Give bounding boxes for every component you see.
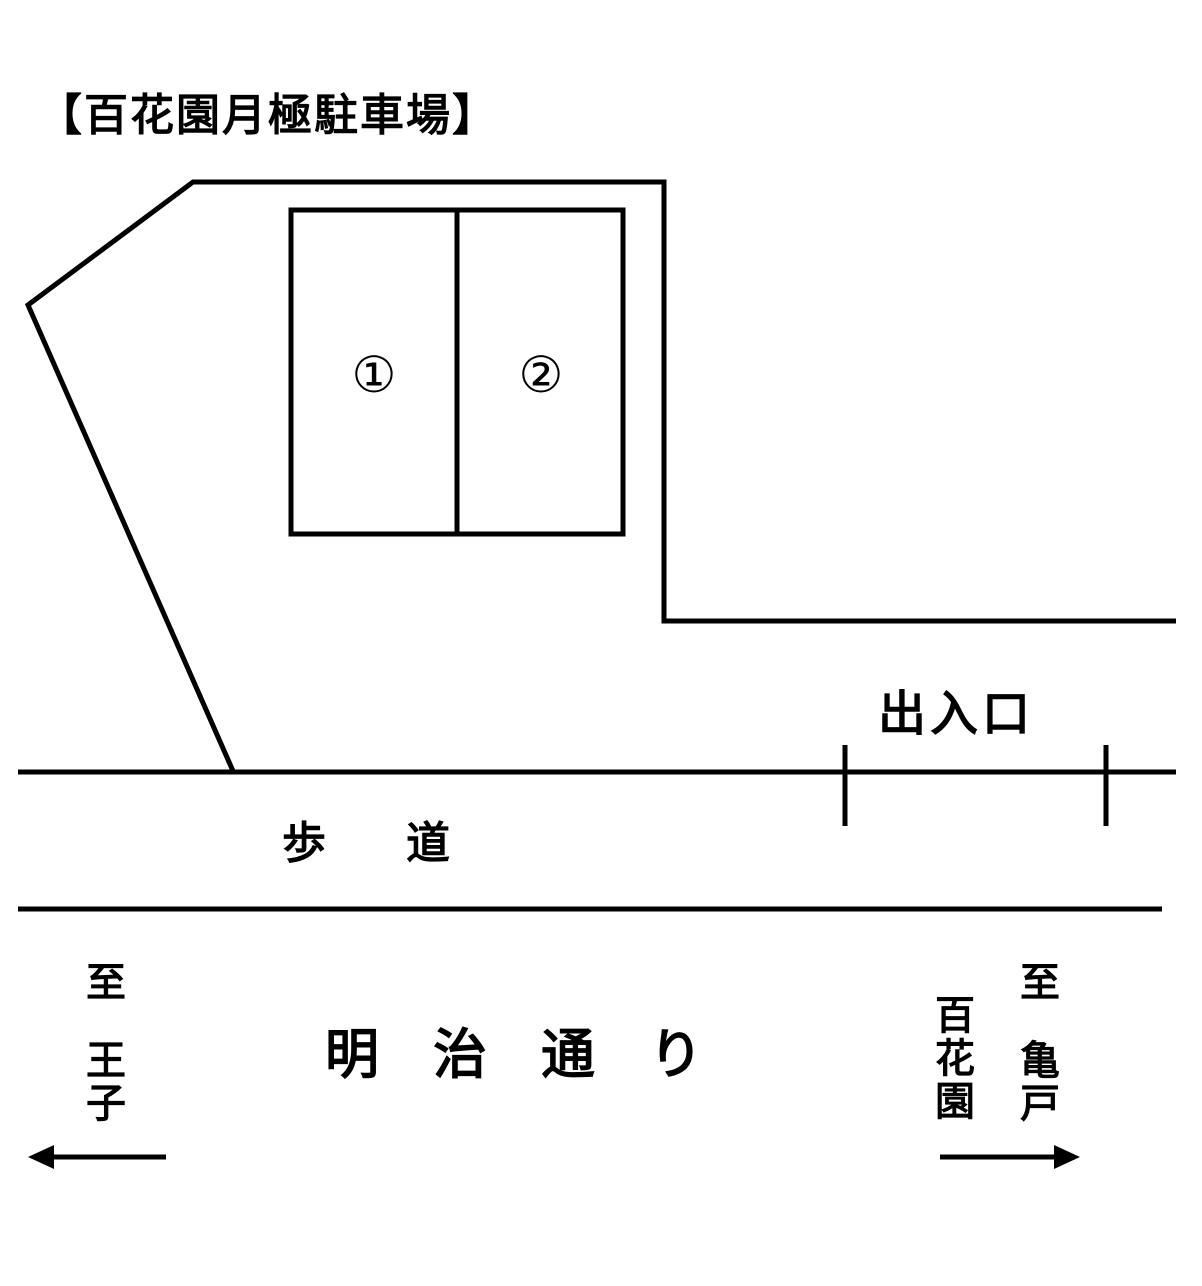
lot-boundary — [24, 179, 1176, 773]
destination-char: 子 — [86, 1081, 126, 1128]
via-char: 園 — [935, 1079, 975, 1126]
left-arrow-icon — [28, 1145, 166, 1169]
parking-space-2-outline — [454, 207, 626, 537]
sidewalk-label-char: 道 — [406, 818, 450, 869]
street-name-char: 通 — [541, 1023, 595, 1086]
via-char: 百 — [935, 993, 975, 1039]
left-direction-prefix: 至 — [84, 960, 128, 1006]
via-char: 花 — [935, 1036, 975, 1083]
destination-char: 王 — [86, 1038, 126, 1084]
destination-char: 戸 — [1020, 1081, 1060, 1128]
street-name-char: 明 — [325, 1023, 379, 1086]
parking-space-2-number: ② — [518, 346, 564, 404]
direction-prefix-char: 至 — [1020, 960, 1060, 1006]
right-arrow-icon — [940, 1145, 1080, 1169]
direction-prefix-char: 至 — [86, 960, 126, 1006]
street-name-char: り — [649, 1023, 703, 1086]
destination-char: 亀 — [1020, 1038, 1060, 1084]
sidewalk-label: 歩道 — [282, 822, 450, 866]
sidewalk-label-char: 歩 — [282, 818, 326, 869]
right-direction-via: 百 花 園 — [933, 993, 977, 1126]
parking-space-1-number: ① — [351, 346, 397, 404]
street-name-label: 明治通り — [325, 1028, 757, 1082]
left-direction-destination: 王 子 — [84, 1038, 128, 1128]
right-direction-destination: 亀 戸 — [1018, 1038, 1062, 1128]
entrance-label: 出入口 — [878, 686, 1035, 742]
page-title: 【百花園月極駐車場】 — [38, 90, 498, 141]
right-direction-prefix: 至 — [1018, 960, 1062, 1006]
street-name-char: 治 — [433, 1023, 487, 1086]
